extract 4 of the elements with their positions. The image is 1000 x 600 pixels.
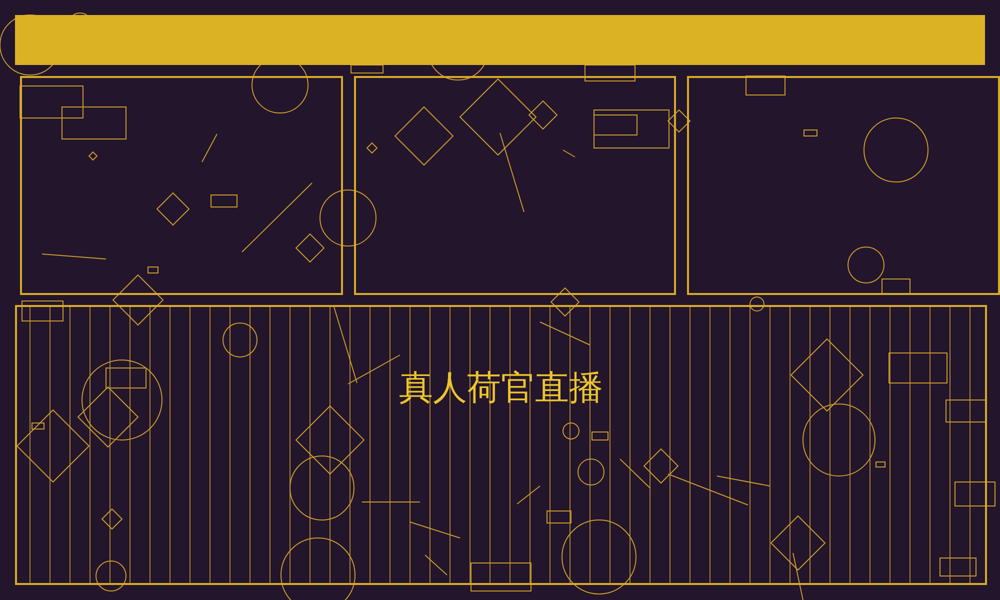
title-bar [15,15,985,65]
panel [687,76,1000,295]
panel [354,76,676,295]
panel [20,76,343,295]
